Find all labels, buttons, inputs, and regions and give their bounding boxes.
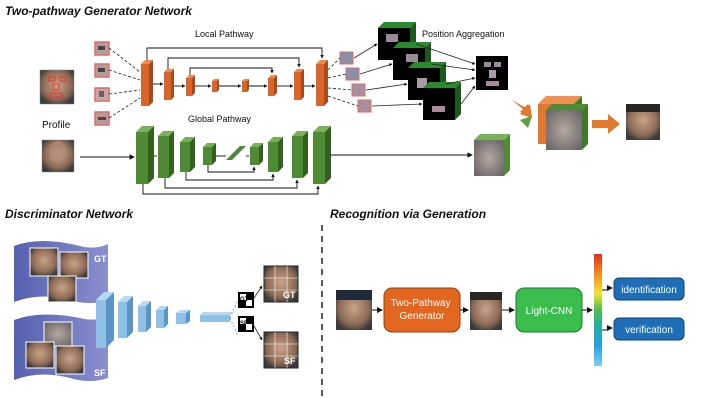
global-output-cube <box>474 134 510 176</box>
feature-vector <box>594 254 602 366</box>
gt-label: GT <box>94 254 107 264</box>
local-pathway-arrows <box>146 47 324 88</box>
light-cnn-text: Light-CNN <box>526 306 573 317</box>
aggregated-local-tile <box>476 56 508 90</box>
global-pathway-label: Global Pathway <box>188 114 252 124</box>
recognition-title: Recognition via Generation <box>330 207 486 221</box>
fused-output-cube <box>538 96 588 150</box>
position-aggregation-label: Position Aggregation <box>422 29 505 39</box>
profile-face-landmarks <box>39 69 75 105</box>
recognition-frontal-face <box>470 292 502 330</box>
position-aggregation-tiles <box>378 22 461 120</box>
aggregation-arrows <box>353 43 476 107</box>
profile-label: Profile <box>42 120 71 131</box>
feature-arrows <box>602 285 613 331</box>
global-pathway-arrows <box>80 152 473 195</box>
global-pathway-blocks <box>136 126 331 184</box>
generator-box <box>383 287 461 333</box>
disc-out-arrows <box>253 285 263 341</box>
grid-sf-label: SF <box>240 321 248 327</box>
local-output-patches <box>339 51 372 113</box>
generator-line-1: Two-Pathway <box>391 298 451 309</box>
generator-title: Two-pathway Generator Network <box>5 4 193 18</box>
disc-output-grids <box>238 292 254 332</box>
disc-gt-face-label: GT <box>283 290 296 300</box>
grid-gt-label: GT <box>240 297 249 303</box>
recognition-input-face <box>336 290 372 330</box>
discriminator-blocks <box>96 292 233 348</box>
landmark-connectors <box>108 47 141 119</box>
generator-box-text: Two-Pathway Generator <box>391 298 454 322</box>
sf-label: SF <box>94 368 106 378</box>
landmark-patches <box>94 41 110 126</box>
identification-text: identification <box>621 285 677 296</box>
identification-box <box>613 277 685 301</box>
sf-sheet <box>14 314 108 381</box>
disc-sf-face <box>263 331 299 369</box>
local-pathway-blocks <box>141 60 328 106</box>
disc-sf-face-label: SF <box>284 356 296 366</box>
discriminator-title: Discriminator Network <box>5 207 134 221</box>
local-output-connectors <box>327 57 359 107</box>
local-pathway-label: Local Pathway <box>195 29 254 39</box>
disc-gt-face <box>263 265 299 303</box>
frontal-output-face <box>626 104 660 140</box>
profile-face-input <box>41 139 75 173</box>
verification-text: verification <box>625 325 673 336</box>
gt-sheet <box>14 241 108 303</box>
fusion-arrows <box>512 98 532 132</box>
disc-connectors <box>229 299 239 337</box>
verification-box <box>613 317 685 341</box>
generator-line-2: Generator <box>399 311 445 322</box>
output-arrow <box>592 114 620 134</box>
